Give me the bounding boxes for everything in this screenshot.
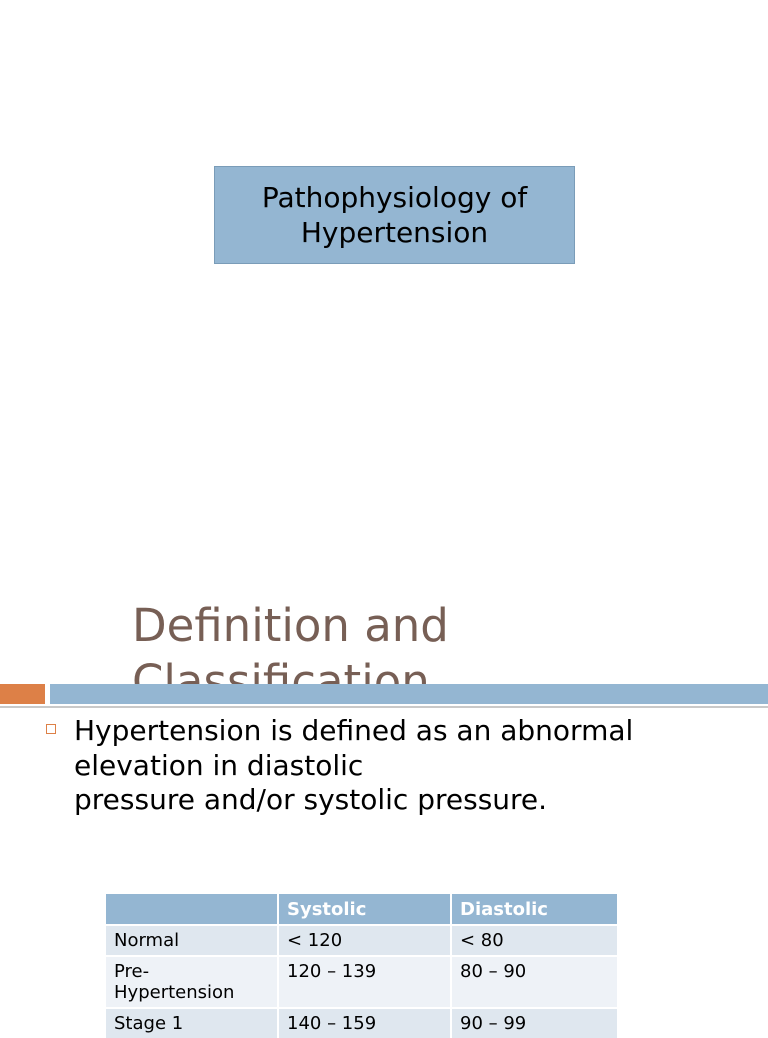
table-header-row: Systolic Diastolic (106, 894, 617, 925)
table-cell-systolic: 140 – 159 (278, 1007, 452, 1038)
table-cell-systolic: < 120 (278, 924, 452, 956)
section-heading: Definition and Classification (132, 599, 449, 708)
table-header-diastolic: Diastolic (451, 894, 617, 925)
slide-title: Pathophysiology of Hypertension (261, 181, 528, 249)
table-header-empty (106, 894, 279, 925)
accent-band-orange (0, 684, 45, 704)
square-bullet-icon (46, 724, 56, 734)
table-cell-category: Stage 1 (106, 1007, 279, 1038)
accent-band-blue (50, 684, 768, 704)
table-cell-category: Pre-Hypertension (106, 955, 279, 1008)
table-cell-systolic: 120 – 139 (278, 955, 452, 1008)
table-cell-diastolic: < 80 (451, 924, 617, 956)
accent-band-rule (0, 706, 768, 708)
table-row: Stage 1 140 – 159 90 – 99 (106, 1007, 617, 1038)
table-cell-diastolic: 80 – 90 (451, 955, 617, 1008)
table-cell-category: Normal (106, 924, 279, 956)
table-header-systolic: Systolic (278, 894, 452, 925)
table-row: Pre-Hypertension 120 – 139 80 – 90 (106, 955, 617, 1008)
bullet-text: Hypertension is defined as an abnormal e… (74, 714, 634, 816)
bp-classification-table: Systolic Diastolic Normal < 120 < 80 Pre… (106, 894, 617, 1038)
table-cell-diastolic: 90 – 99 (451, 1007, 617, 1038)
accent-band (0, 684, 768, 708)
table-row: Normal < 120 < 80 (106, 924, 617, 956)
slide-title-box: Pathophysiology of Hypertension (214, 166, 575, 264)
